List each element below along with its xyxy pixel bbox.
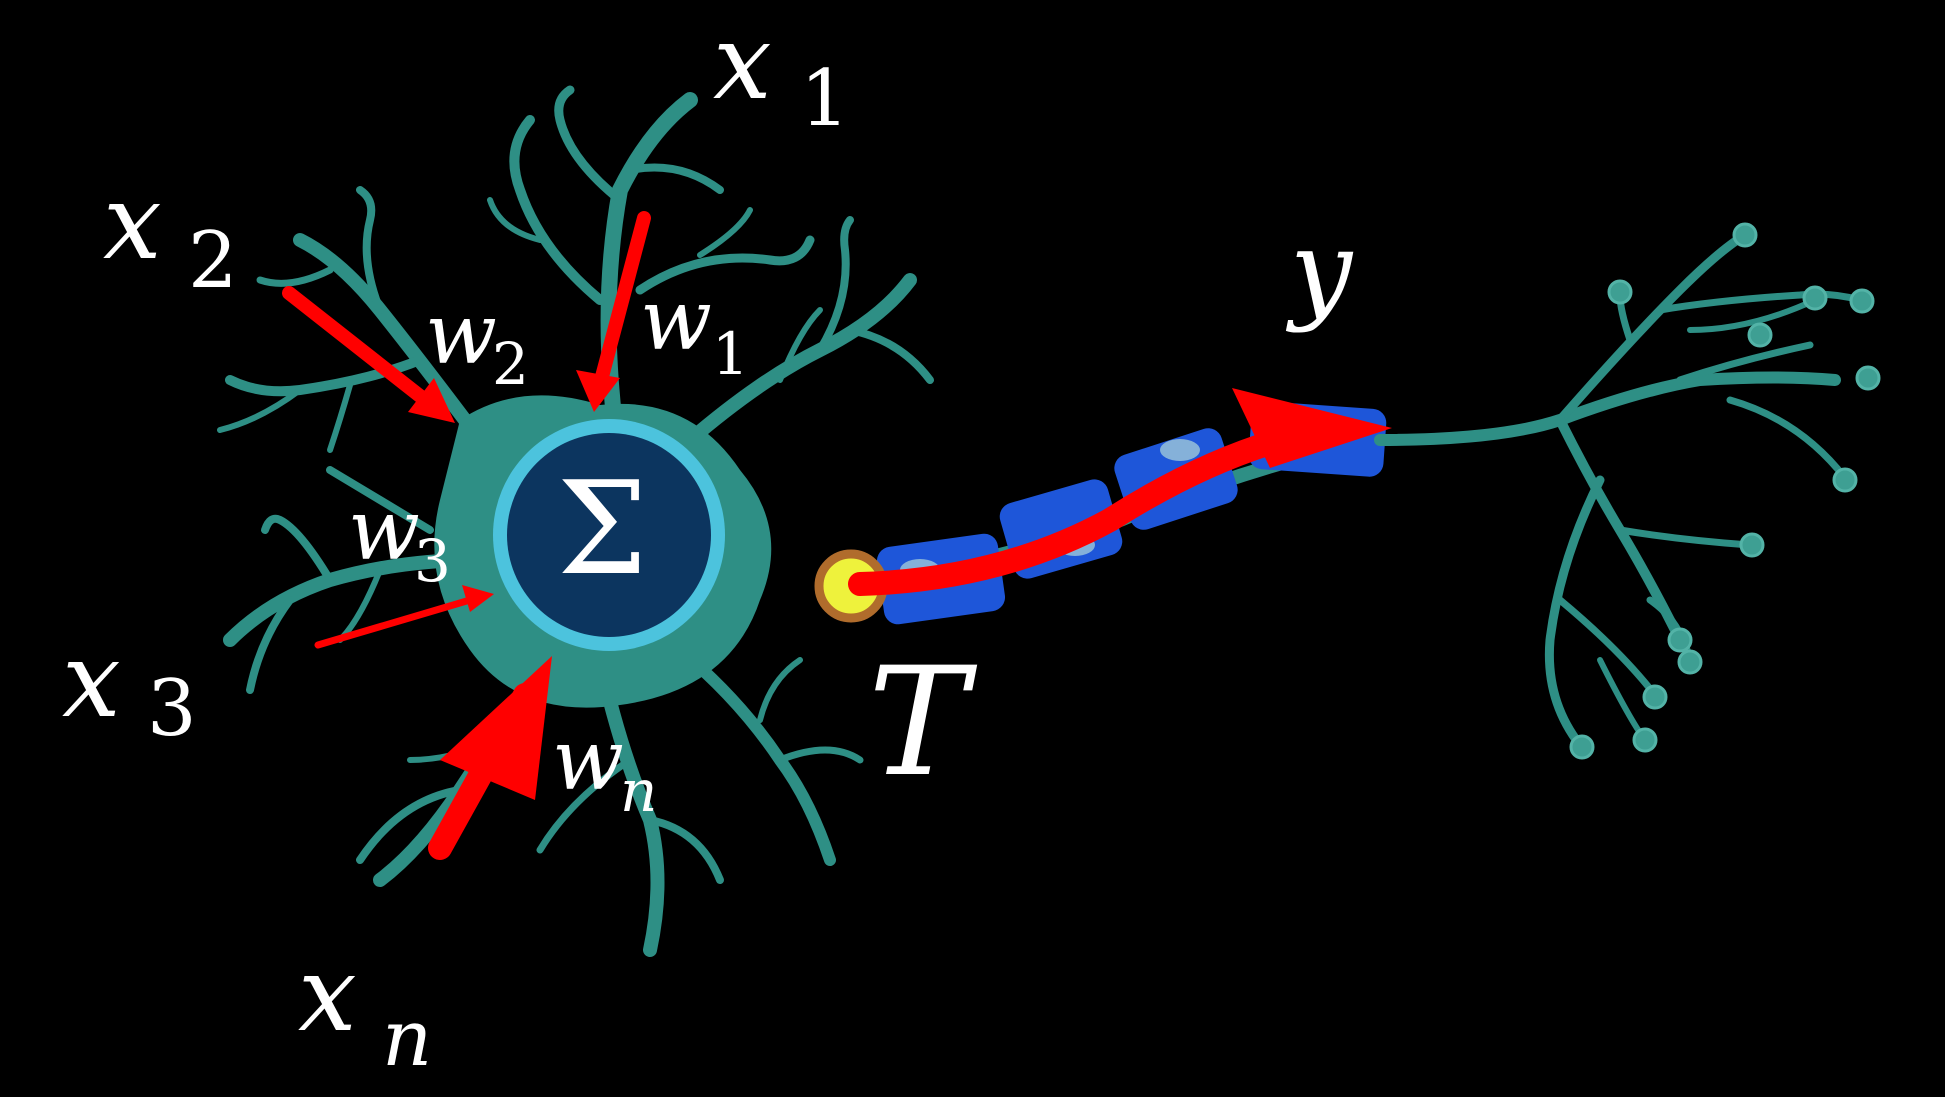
- label-w1: w: [640, 271, 712, 369]
- label-x3-subscript: 3: [147, 664, 197, 754]
- arrow-w3: [314, 585, 494, 649]
- label-w1-subscript: 1: [712, 320, 749, 388]
- arrow-w2: [282, 286, 455, 423]
- summation-node: [493, 419, 725, 651]
- label-x2: x: [103, 161, 162, 283]
- label-x3: x: [62, 619, 121, 741]
- label-w3-subscript: 3: [414, 527, 451, 595]
- label-w2: w: [425, 285, 497, 383]
- label-x1-subscript: 1: [800, 54, 850, 144]
- label-xn-subscript: n: [382, 994, 433, 1084]
- label-w2-subscript: 2: [492, 330, 529, 398]
- arrow-w1: [576, 211, 651, 412]
- terminal-bulbs: [1569, 222, 1881, 760]
- arrow-wn: [428, 656, 552, 860]
- label-threshold: T: [868, 636, 969, 810]
- sigma-symbol: Σ: [557, 455, 648, 604]
- label-x2-subscript: 2: [188, 216, 238, 306]
- label-wn-subscript: n: [620, 757, 658, 825]
- output-arrow: [848, 388, 1392, 596]
- axon-terminals: [1374, 230, 1864, 750]
- label-output: y: [1290, 206, 1353, 334]
- label-wn: w: [552, 711, 624, 809]
- dendrites: [217, 85, 934, 957]
- label-xn: x: [298, 933, 357, 1055]
- label-x1: x: [713, 1, 772, 123]
- label-w3: w: [348, 481, 420, 579]
- input-arrows: [282, 211, 651, 860]
